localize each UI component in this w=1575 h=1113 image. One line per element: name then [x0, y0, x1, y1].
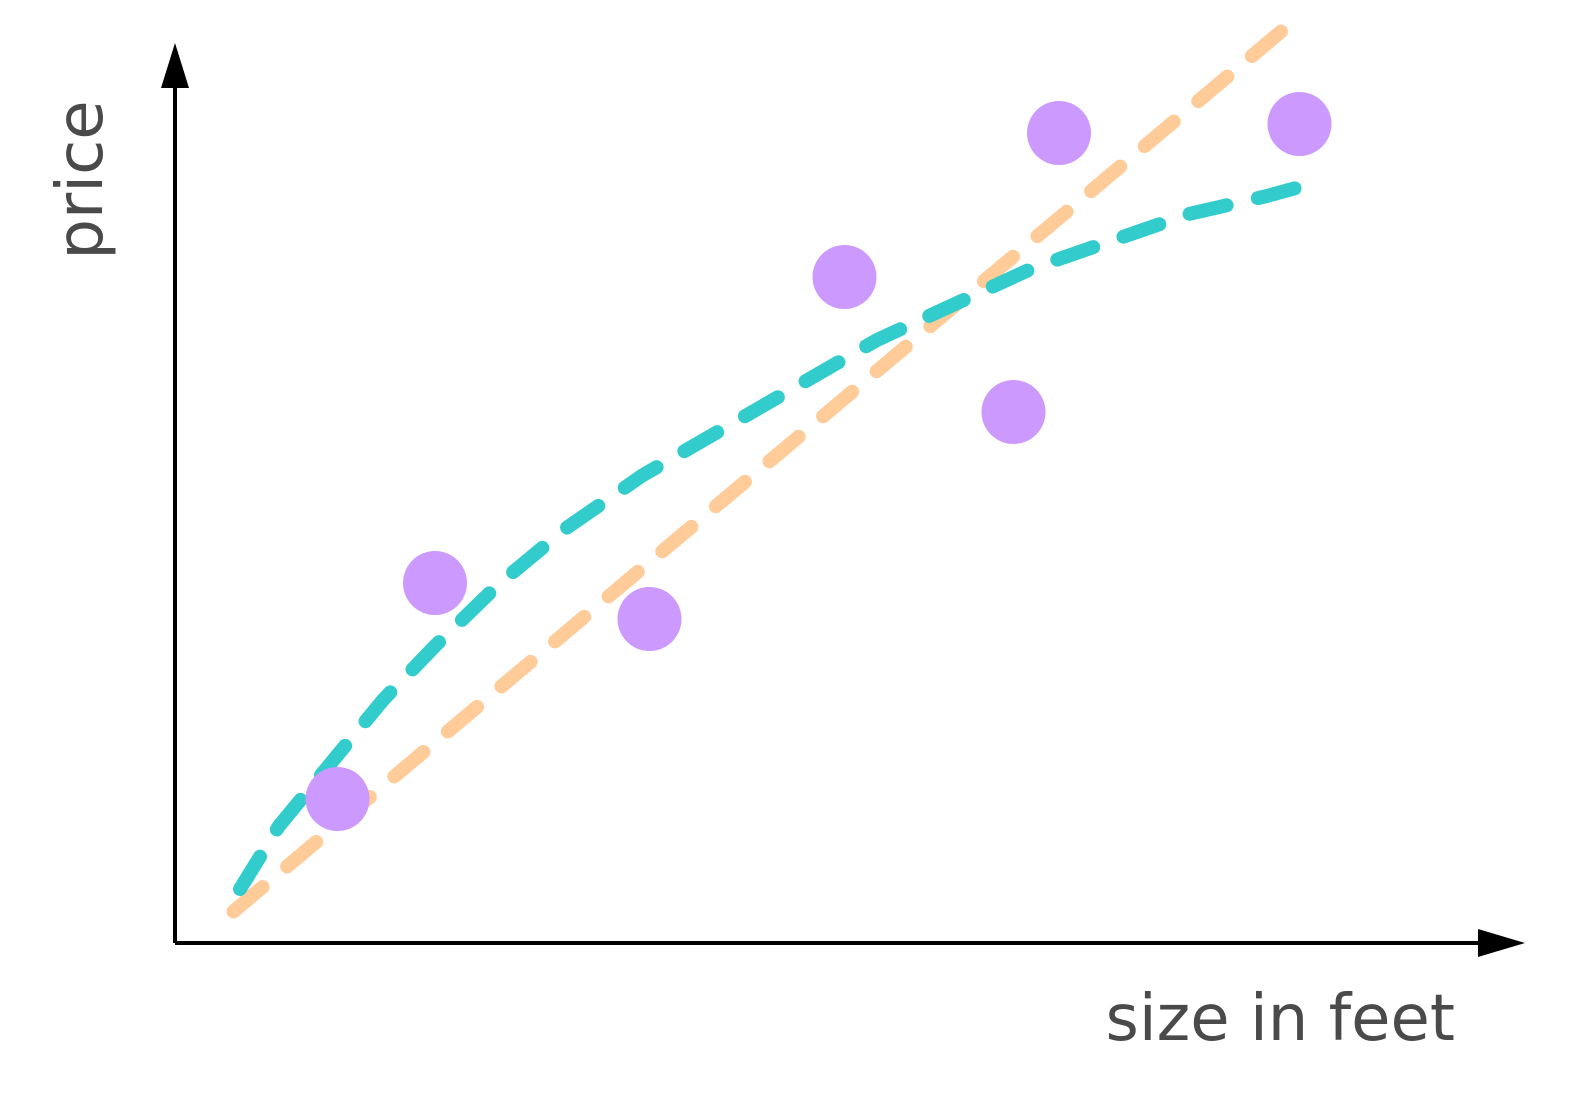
points-layer [305, 92, 1332, 831]
y-axis-arrow-icon [161, 43, 189, 88]
x-axis-label: size in feet [1106, 982, 1456, 1056]
series-layer [226, 9, 1307, 919]
data-point-1 [305, 767, 370, 831]
y-axis-label: price [44, 100, 118, 259]
data-point-5 [981, 380, 1046, 444]
data-point-3 [617, 587, 682, 651]
data-point-7 [1267, 92, 1332, 156]
data-point-4 [812, 245, 877, 309]
series-line-1 [226, 9, 1307, 919]
series-line-2 [233, 180, 1307, 896]
axes [161, 43, 1525, 957]
data-point-2 [403, 551, 467, 615]
data-point-6 [1027, 101, 1091, 165]
x-axis-arrow-icon [1478, 929, 1525, 957]
